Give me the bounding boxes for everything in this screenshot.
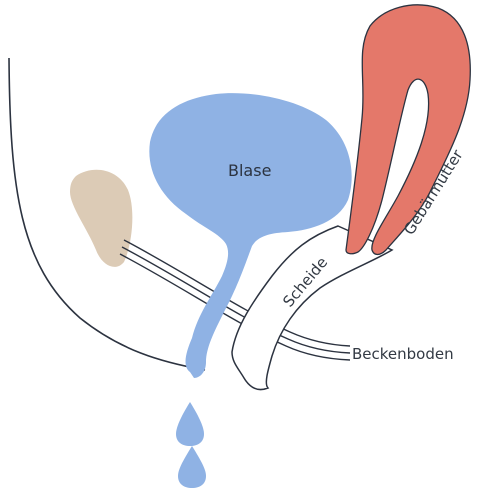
urine-drop-1 [176, 402, 204, 446]
urine-drop-2 [178, 446, 206, 488]
bladder-label: Blase [228, 161, 271, 180]
pelvic-floor-label: Beckenboden [352, 345, 454, 363]
vagina-shape [232, 226, 392, 390]
pubic-bone [70, 170, 132, 267]
